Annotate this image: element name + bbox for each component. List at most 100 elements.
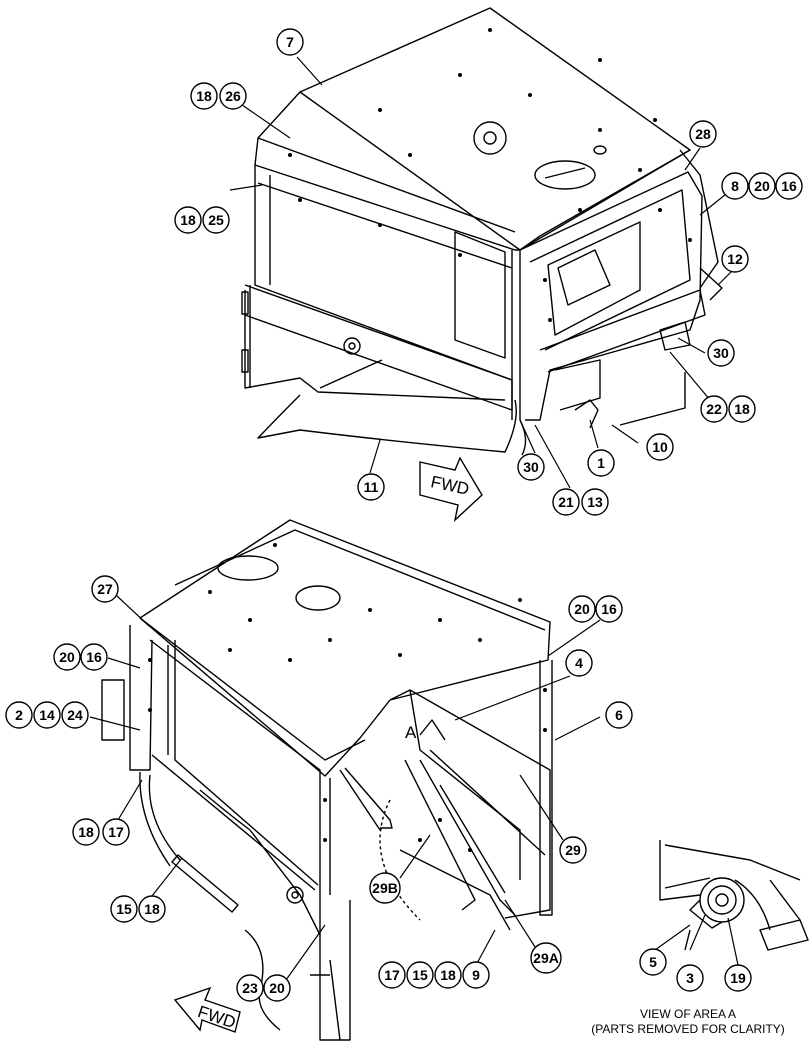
- callout-label: 30: [523, 459, 539, 475]
- callout-29: 29: [559, 836, 587, 864]
- callout-23: 23: [236, 974, 264, 1002]
- fwd-label-lower: FWD: [195, 1002, 238, 1032]
- callout-14: 14: [33, 701, 61, 729]
- callout-16: 16: [595, 595, 623, 623]
- callout-17: 17: [378, 961, 406, 989]
- callout-label: 20: [269, 980, 285, 996]
- callout-circle: [646, 433, 674, 461]
- callout-label: 1: [597, 455, 605, 471]
- callout-circle: [263, 974, 291, 1002]
- leader-lines: [89, 56, 739, 981]
- callout-label: 22: [706, 401, 722, 417]
- fwd-arrow-lower: FWD: [173, 986, 241, 1033]
- callout-label: 20: [574, 601, 590, 617]
- callout-label: 18: [440, 967, 456, 983]
- callout-label: 11: [364, 479, 379, 495]
- callout-circle: [676, 964, 704, 992]
- callout-label: 30: [713, 345, 729, 361]
- callout-circle: [5, 701, 33, 729]
- callout-12: 12: [721, 245, 749, 273]
- callout-circle: [552, 488, 580, 516]
- callout-18: 18: [728, 395, 756, 423]
- callout-circle: [639, 948, 667, 976]
- callout-label: 18: [180, 212, 196, 228]
- callout-label: 12: [727, 251, 743, 267]
- callout-label: 13: [587, 494, 603, 510]
- callout-19: 19: [724, 964, 752, 992]
- callout-label: 29B: [372, 880, 398, 896]
- callout-16: 16: [775, 172, 803, 200]
- callout-circle: [559, 836, 587, 864]
- callout-17: 17: [102, 818, 130, 846]
- callout-29B: 29B: [369, 872, 401, 904]
- callout-circle: [568, 595, 596, 623]
- callout-circle: [595, 595, 623, 623]
- callout-label: 10: [652, 439, 668, 455]
- upper-assembly-drawing: [241, 7, 723, 456]
- callout-25: 25: [202, 206, 230, 234]
- callout-27: 27: [91, 575, 119, 603]
- callout-circle: [775, 172, 803, 200]
- callout-label: 19: [730, 970, 746, 986]
- callout-label: 20: [754, 178, 770, 194]
- callout-10: 10: [646, 433, 674, 461]
- callout-label: 27: [97, 581, 113, 597]
- callout-18: 18: [434, 961, 462, 989]
- callout-circle: [724, 964, 752, 992]
- callout-label: 17: [384, 967, 400, 983]
- callout-circle: [110, 895, 138, 923]
- callout-15: 15: [110, 895, 138, 923]
- callout-1: 1: [587, 449, 615, 477]
- callout-5: 5: [639, 948, 667, 976]
- callout-label: 16: [86, 649, 102, 665]
- callout-circle: [174, 206, 202, 234]
- callout-20: 20: [568, 595, 596, 623]
- callout-16: 16: [80, 643, 108, 671]
- caption-line-2: (PARTS REMOVED FOR CLARITY): [591, 1022, 785, 1036]
- callout-9: 9: [462, 961, 490, 989]
- callout-label: 15: [116, 901, 132, 917]
- callout-circle: [202, 206, 230, 234]
- detail-area-a-drawing: [659, 840, 809, 951]
- callout-20: 20: [53, 643, 81, 671]
- upper-assembly-fasteners: [288, 28, 692, 322]
- callout-22: 22: [700, 395, 728, 423]
- lower-assembly-fasteners: [148, 543, 547, 852]
- callout-circle: [707, 339, 735, 367]
- callout-label: 24: [67, 707, 83, 723]
- callout-circle: [605, 701, 633, 729]
- callout-label: 4: [575, 655, 583, 671]
- lower-assembly-drawing: [101, 519, 553, 1041]
- callout-label: 14: [39, 707, 55, 723]
- callout-label: 16: [601, 601, 617, 617]
- callout-circle: [357, 473, 385, 501]
- callout-label: 25: [208, 212, 224, 228]
- callout-label: 8: [731, 178, 739, 194]
- callout-label: 21: [558, 494, 574, 510]
- callout-label: 29: [565, 842, 581, 858]
- callout-circle: [406, 961, 434, 989]
- callout-4: 4: [565, 649, 593, 677]
- callout-circle: [138, 895, 166, 923]
- callout-label: 18: [144, 901, 160, 917]
- callout-label: 18: [734, 401, 750, 417]
- callout-circle: [276, 28, 304, 56]
- callout-label: 28: [695, 126, 711, 142]
- area-a-marker: A: [405, 723, 417, 742]
- callout-label: 9: [472, 967, 480, 983]
- callout-18: 18: [174, 206, 202, 234]
- callout-24: 24: [61, 701, 89, 729]
- callout-circle: [102, 818, 130, 846]
- callout-20: 20: [748, 172, 776, 200]
- callout-26: 26: [219, 82, 247, 110]
- callout-15: 15: [406, 961, 434, 989]
- callout-circle: [80, 643, 108, 671]
- callout-circle: [530, 942, 562, 974]
- callout-circle: [61, 701, 89, 729]
- callout-circle: [378, 961, 406, 989]
- callout-8: 8: [721, 172, 749, 200]
- callout-label: 20: [59, 649, 75, 665]
- callout-29A: 29A: [530, 942, 562, 974]
- callout-20: 20: [263, 974, 291, 1002]
